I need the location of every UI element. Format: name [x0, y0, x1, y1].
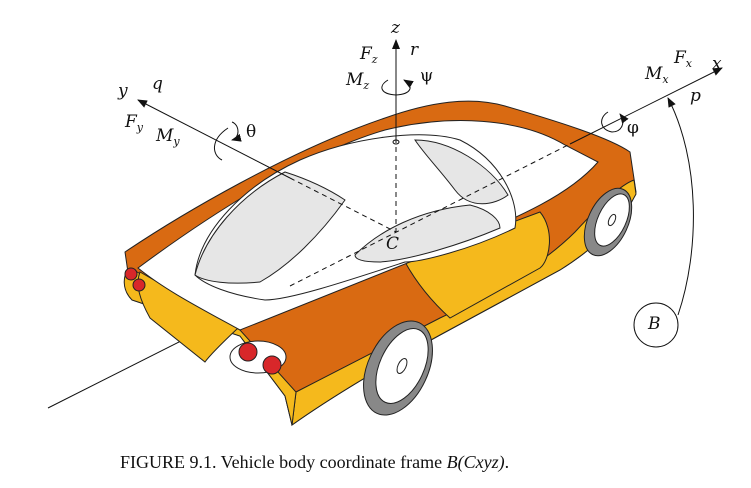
y-angle-label: θ	[246, 122, 257, 142]
car	[123, 100, 637, 427]
front-wheel	[583, 187, 633, 257]
y-rotation-arrow-icon	[214, 121, 238, 161]
x-moment-label: Mx	[645, 64, 669, 86]
x-rotation-arrow-icon	[601, 111, 629, 133]
z-axis-label: z	[391, 18, 400, 38]
origin-label: C	[386, 234, 400, 254]
side-window	[354, 204, 501, 263]
y-axis-inner	[289, 177, 397, 233]
z-moment-label: Mz	[346, 70, 370, 92]
z-rotation-arrow-icon	[381, 79, 414, 96]
y-axis-label: y	[118, 81, 128, 101]
y-force-label: Fy	[125, 112, 144, 134]
car-door-yellow	[404, 211, 550, 319]
x-force-label: Fx	[674, 48, 693, 70]
y-moment-label: My	[156, 126, 180, 148]
x-axis	[569, 67, 723, 145]
figure-caption: FIGURE 9.1. Vehicle body coordinate fram…	[120, 452, 510, 472]
x-axis-label: x	[712, 54, 722, 74]
frame-b-pointer	[667, 97, 694, 316]
z-rate-label: r	[410, 40, 419, 60]
rear-window	[194, 171, 346, 284]
x-angle-label: φ	[627, 118, 639, 138]
y-rate-label: q	[152, 74, 163, 94]
z-angle-label: ψ	[420, 66, 434, 86]
y-axis	[137, 99, 291, 179]
taillights	[124, 267, 287, 375]
x-axis-inner	[289, 143, 571, 287]
frame-b-circle	[633, 302, 679, 348]
frame-label: B	[648, 314, 661, 334]
z-force-label: Fz	[360, 44, 378, 66]
rear-wheel	[363, 320, 433, 416]
x-rate-label: p	[690, 86, 701, 106]
